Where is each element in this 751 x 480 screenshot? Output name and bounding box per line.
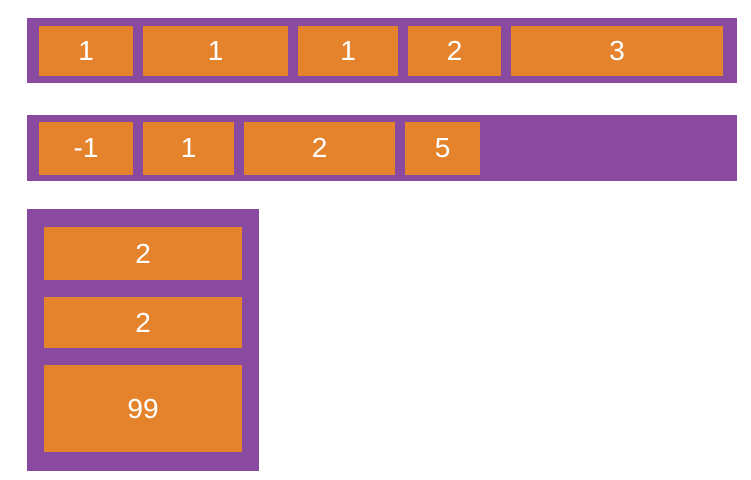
flex-container-column: 2 2 99 — [27, 209, 259, 471]
flex-item: 5 — [405, 121, 480, 175]
flex-item: 2 — [44, 297, 242, 348]
flex-item: 2 — [44, 227, 242, 280]
flex-item: 1 — [39, 25, 133, 76]
flex-container-row-1: 1 1 1 2 3 — [27, 18, 737, 83]
flex-item: 3 — [511, 25, 723, 76]
flex-item: 2 — [408, 25, 501, 76]
flex-container-row-2: -1 1 2 5 — [27, 115, 737, 181]
flex-item: -1 — [39, 121, 133, 175]
flex-item: 2 — [244, 121, 395, 175]
flex-item: 99 — [44, 365, 242, 452]
flex-item: 1 — [143, 121, 234, 175]
flex-item: 1 — [143, 25, 288, 76]
flex-item: 1 — [298, 25, 398, 76]
